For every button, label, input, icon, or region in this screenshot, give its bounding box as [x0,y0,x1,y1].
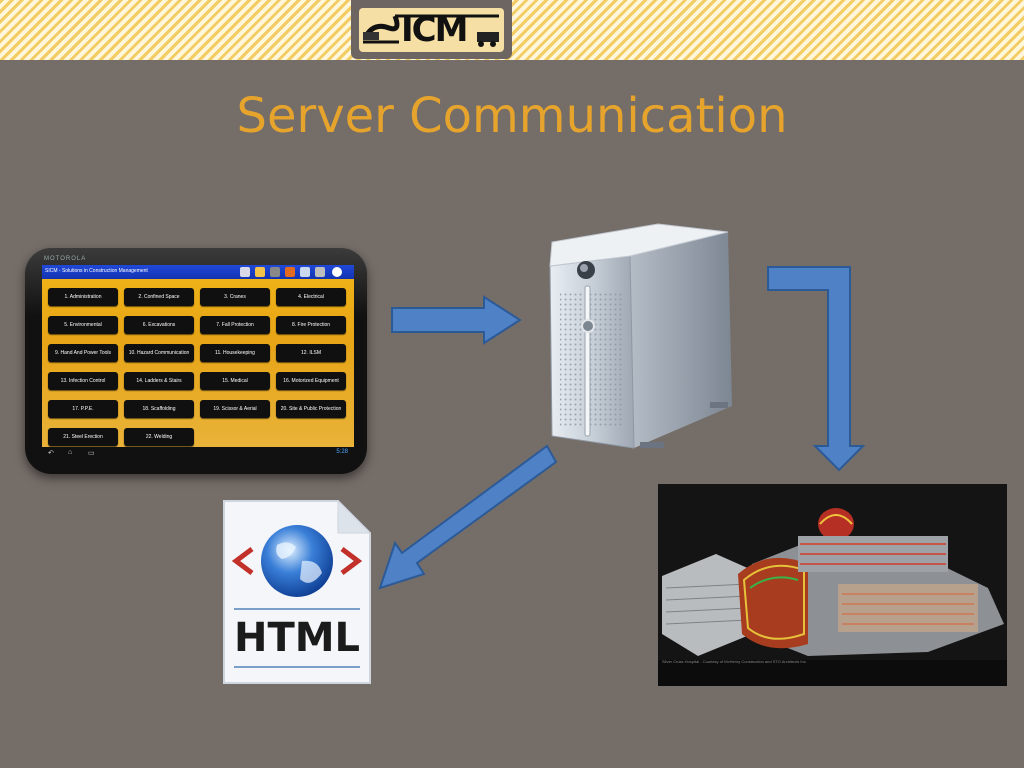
menu-button-ladders-stairs[interactable]: 14. Ladders & Stairs [124,372,194,390]
menu-button-excavations[interactable]: 6. Excavations [124,316,194,334]
menu-button-motorized-equipment[interactable]: 16. Motorized Equipment [276,372,346,390]
menu-button-cranes[interactable]: 3. Cranes [200,288,270,306]
menu-button-medical[interactable]: 15. Medical [200,372,270,390]
document-icon[interactable] [240,267,250,277]
back-icon[interactable]: ↶ [48,450,54,457]
building-model-image: Silver Cross Hospital - Courtesy of McHe… [658,484,1007,686]
menu-button-electrical[interactable]: 4. Electrical [276,288,346,306]
status-clock: 5:28 [336,449,348,455]
arrow-down-left-icon [378,444,558,590]
html-document-icon [223,499,372,684]
menu-button-housekeeping[interactable]: 11. Housekeeping [200,344,270,362]
menu-button-administration[interactable]: 1. Administration [48,288,118,306]
model-caption: Silver Cross Hospital - Courtesy of McHe… [662,659,807,664]
tablet-device: MOTOROLA SICM - Solutions in Constructio… [25,248,367,474]
menu-button-confined-space[interactable]: 2. Confined Space [124,288,194,306]
sicm-logo: ICM [351,0,512,59]
html-label: HTML [233,615,361,661]
menu-button-fall-protection[interactable]: 7. Fall Protection [200,316,270,334]
menu-button-ilsm[interactable]: 12. ILSM [276,344,346,362]
header-bar: ICM [0,0,1024,60]
menu-button-hazard-communication[interactable]: 10. Hazard Communication [124,344,194,362]
logo-s-swoosh-icon [362,14,499,47]
menu-button-ppe[interactable]: 17. P.P.E. [48,400,118,418]
tablet-screen: SICM - Solutions in Construction Managem… [42,265,354,456]
html-document: HTML [222,499,372,685]
menu-button-site-public-protection[interactable]: 20. Site & Public Protection [276,400,346,418]
menu-button-scaffolding[interactable]: 18. Scaffolding [124,400,194,418]
home-icon[interactable]: ⌂ [68,449,73,456]
globe-icon [261,525,333,597]
app-title: SICM - Solutions in Construction Managem… [45,268,148,274]
recent-apps-icon[interactable]: ▭ [88,450,95,457]
menu-button-welding[interactable]: 22. Welding [124,428,194,446]
menu-button-environmental[interactable]: 5. Environmental [48,316,118,334]
building-render-icon [658,484,1007,686]
mail-icon[interactable] [300,267,310,277]
android-nav-bar: ↶ ⌂ ▭ 5:28 [42,447,354,459]
tablet-brand: MOTOROLA [44,256,87,262]
fire-icon[interactable] [285,267,295,277]
app-bar: SICM - Solutions in Construction Managem… [42,265,354,279]
logo-text: ICM [401,10,468,50]
menu-button-scissor-aerial[interactable]: 19. Scissor & Aerial [200,400,270,418]
menu-button-fire-protection[interactable]: 8. Fire Protection [276,316,346,334]
worker-icon[interactable] [255,267,265,277]
menu-button-steel-erection[interactable]: 21. Steel Erection [48,428,118,446]
tools-icon[interactable] [270,267,280,277]
server-icon [549,223,732,449]
menu-button-hand-power-tools[interactable]: 9. Hand And Power Tools [48,344,118,362]
camera-icon[interactable] [315,267,325,277]
logo-plate: ICM [359,8,504,52]
settings-icon[interactable] [332,267,342,277]
slide-title: Server Communication [236,88,788,144]
menu-button-infection-control[interactable]: 13. Infection Control [48,372,118,390]
arrow-right-icon [391,295,522,345]
arrow-down-icon [767,266,866,472]
